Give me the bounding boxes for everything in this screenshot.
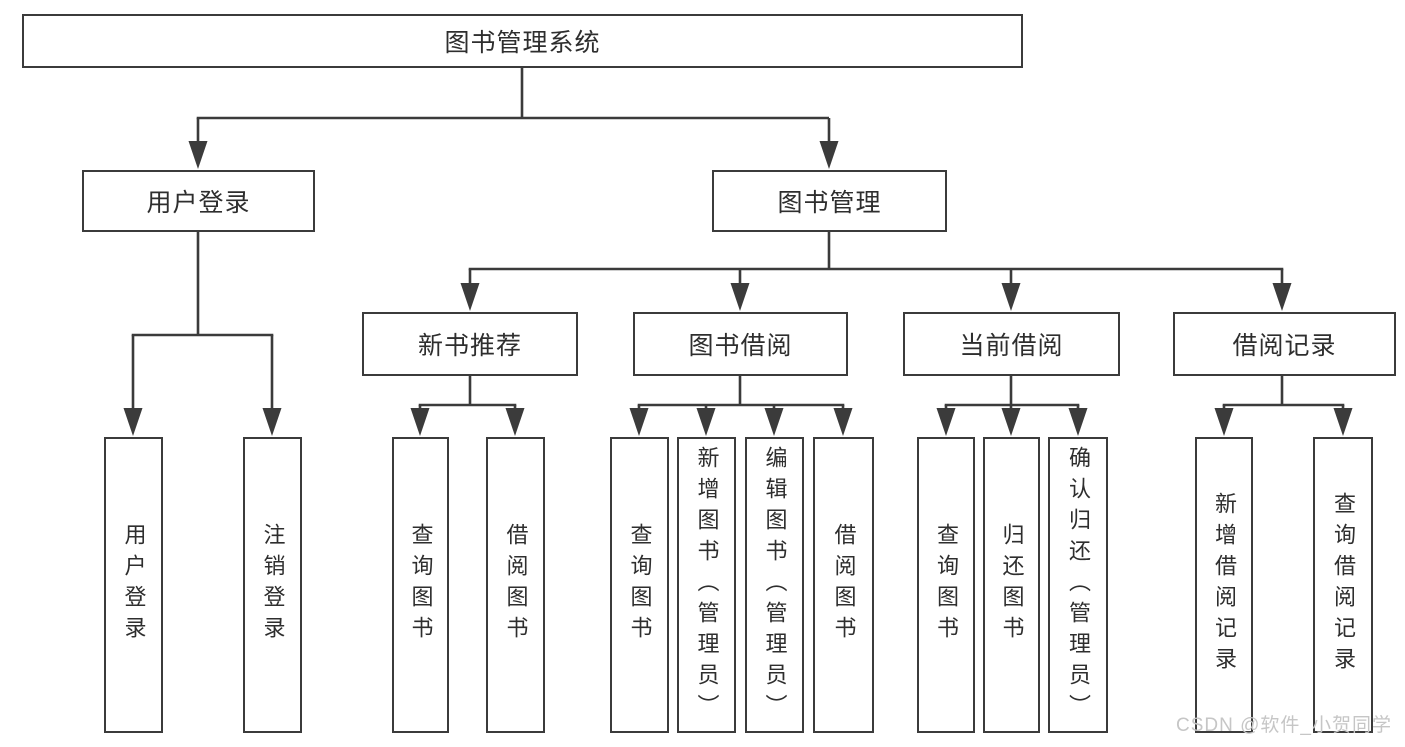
- node-leaf-return-book: 归还图书: [983, 437, 1040, 733]
- node-leaf-query-book-1: 查询图书: [392, 437, 449, 733]
- node-label: 新增图书（管理员）: [694, 445, 720, 725]
- node-leaf-logout: 注销登录: [243, 437, 302, 733]
- node-label: 编辑图书（管理员）: [762, 445, 788, 725]
- node-new-book-recommend: 新书推荐: [362, 312, 578, 376]
- node-label: 新书推荐: [417, 332, 522, 360]
- node-label: 查询借阅记录: [1331, 492, 1356, 678]
- node-label: 图书借阅: [688, 332, 793, 360]
- node-label: 借阅图书: [831, 523, 857, 647]
- node-book-borrow: 图书借阅: [633, 312, 848, 376]
- csdn-watermark: CSDN @软件_小贺同学: [1176, 715, 1392, 736]
- node-label: 借阅记录: [1232, 332, 1337, 360]
- node-label: 新增借阅记录: [1212, 492, 1237, 678]
- node-label: 用户登录: [146, 189, 251, 217]
- node-label: 查询图书: [627, 523, 653, 647]
- node-label: 图书管理系统: [444, 29, 601, 57]
- node-label: 当前借阅: [959, 332, 1064, 360]
- node-book-management: 图书管理: [712, 170, 947, 232]
- connector-arrowheads: [123, 141, 1353, 436]
- node-leaf-add-borrow-record: 新增借阅记录: [1195, 437, 1253, 733]
- node-label: 查询图书: [934, 523, 959, 647]
- node-leaf-query-borrow-record: 查询借阅记录: [1313, 437, 1373, 733]
- node-user-login: 用户登录: [82, 170, 315, 232]
- node-leaf-confirm-return-admin: 确认归还（管理员）: [1048, 437, 1108, 733]
- node-label: 用户登录: [121, 523, 147, 647]
- node-borrow-record: 借阅记录: [1173, 312, 1396, 376]
- node-root-library-system: 图书管理系统: [22, 14, 1023, 68]
- node-label: 归还图书: [999, 523, 1025, 647]
- node-leaf-borrow-book-2: 借阅图书: [813, 437, 874, 733]
- node-leaf-edit-book-admin: 编辑图书（管理员）: [745, 437, 804, 733]
- node-label: 借阅图书: [503, 523, 529, 647]
- node-label: 注销登录: [260, 523, 286, 647]
- node-leaf-borrow-book-1: 借阅图书: [486, 437, 545, 733]
- node-leaf-add-book-admin: 新增图书（管理员）: [677, 437, 736, 733]
- node-leaf-query-book-2: 查询图书: [610, 437, 669, 733]
- node-leaf-query-book-3: 查询图书: [917, 437, 975, 733]
- node-label: 确认归还（管理员）: [1066, 445, 1091, 725]
- node-label: 查询图书: [408, 523, 434, 647]
- node-label: 图书管理: [777, 189, 882, 217]
- node-current-borrow: 当前借阅: [903, 312, 1120, 376]
- node-leaf-user-login: 用户登录: [104, 437, 163, 733]
